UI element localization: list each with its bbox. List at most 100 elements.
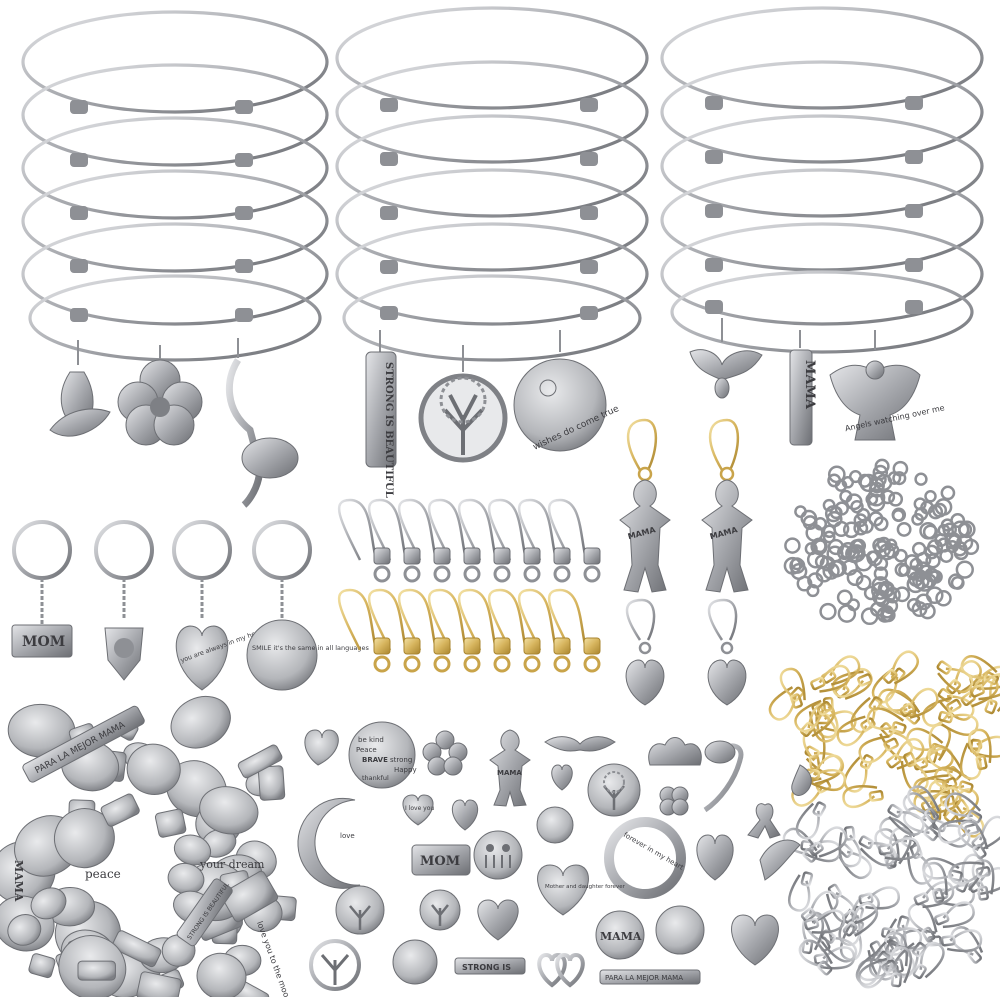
jump-ring — [836, 589, 853, 606]
loose-hook — [957, 820, 989, 852]
loose-hook — [802, 913, 825, 951]
pile-charm — [199, 786, 259, 835]
jump-ring — [784, 537, 801, 554]
jump-ring — [819, 602, 837, 621]
loose-hook — [937, 819, 972, 844]
filigree-disc-charm — [655, 905, 705, 955]
loose-hook-coil — [789, 693, 803, 709]
jump-rings-pile — [783, 458, 980, 626]
loose-hook — [884, 837, 920, 861]
jump-ring — [856, 507, 871, 522]
loose-hook-coil — [887, 803, 903, 819]
loose-hook-coil — [890, 972, 903, 988]
loose-hook — [843, 755, 868, 793]
jump-ring — [867, 488, 886, 507]
mama-girl-earring-right: MAMA — [701, 418, 753, 593]
keyring-mom: MOM — [11, 520, 73, 658]
jump-ring — [875, 473, 893, 492]
loose-hook-coil — [881, 959, 898, 974]
jump-ring — [891, 507, 907, 522]
jump-ring — [925, 553, 941, 569]
loose-hook-coil — [803, 917, 820, 931]
mama-vertical-charm: MAMA — [789, 330, 817, 446]
ribbon-small-charm — [747, 803, 781, 839]
loose-hook-coil — [983, 671, 1000, 686]
svg-text:MOM: MOM — [420, 854, 460, 869]
loose-hook-coil — [842, 921, 858, 937]
earring-hook-coils-silver — [373, 547, 601, 583]
jump-ring — [847, 544, 866, 563]
svg-text:BRAVE: BRAVE — [362, 756, 388, 764]
svg-text:PARA LA MEJOR MAMA: PARA LA MEJOR MAMA — [605, 974, 683, 982]
loose-hook-coil — [912, 941, 927, 958]
loose-hook — [978, 673, 1000, 701]
jump-ring — [837, 604, 857, 623]
be-kind-charm: be kind Peace BRAVE strong Happy thankfu… — [348, 721, 417, 789]
loose-hook-coil — [984, 698, 998, 715]
jump-ring — [924, 490, 937, 503]
lace-heart-charm — [731, 914, 779, 966]
loose-hook-coil — [913, 892, 929, 906]
svg-text:I love you: I love you — [405, 805, 434, 812]
gold-hooks-pile — [768, 650, 1000, 838]
jump-ring — [865, 492, 879, 506]
loose-hook — [820, 710, 857, 733]
loose-hook — [929, 786, 962, 815]
pile-charm — [257, 765, 286, 801]
loose-hook — [950, 926, 984, 956]
jump-ring — [871, 576, 890, 595]
pile-charm — [136, 971, 182, 997]
jump-ring — [892, 471, 907, 486]
svg-text:Mother and daughter forever: Mother and daughter forever — [545, 884, 626, 890]
loose-hook-coil — [858, 835, 874, 850]
rose-bud-charm — [703, 740, 744, 813]
loose-hook — [922, 857, 960, 880]
loose-hook — [939, 884, 976, 907]
jump-ring — [919, 603, 936, 620]
jump-ring — [806, 584, 820, 598]
jump-ring — [822, 498, 836, 512]
loose-hook — [906, 727, 944, 751]
jump-ring — [848, 470, 863, 484]
jump-ring — [932, 502, 948, 518]
jump-ring — [940, 485, 956, 501]
loose-hook-coil — [903, 751, 917, 768]
loose-hook — [794, 699, 825, 733]
loose-hook-coil — [800, 721, 815, 737]
bangle-stack-left — [21, 10, 329, 362]
loose-hook — [971, 859, 995, 895]
loose-hook-coil — [800, 871, 814, 887]
jump-ring — [874, 458, 890, 474]
jump-ring — [896, 521, 912, 537]
loose-hook-coil — [921, 926, 936, 943]
loose-hook — [942, 901, 975, 929]
loose-hook-coil — [946, 698, 962, 713]
loose-hook-coil — [882, 668, 898, 684]
svg-text:MAMA: MAMA — [600, 930, 642, 943]
keyring-smile: SMILE it's the same in all languages — [246, 520, 369, 691]
mama-girl-earring-left: MAMA — [619, 418, 671, 593]
jump-ring — [884, 538, 898, 552]
svg-text:thankful: thankful — [362, 774, 389, 782]
jump-ring — [826, 545, 844, 563]
bangle-coils-left — [70, 100, 253, 322]
jump-ring — [958, 522, 973, 537]
loose-hook — [921, 747, 954, 774]
loose-hook-coil — [816, 701, 833, 716]
loose-hook — [874, 828, 900, 862]
loose-hook — [938, 695, 975, 721]
tree-charm-1 — [335, 885, 385, 935]
loose-hook-coil — [891, 721, 907, 735]
jump-ring — [855, 574, 872, 591]
jump-ring — [800, 509, 818, 527]
loose-hook — [946, 929, 983, 953]
lotus-charm — [648, 737, 702, 766]
svg-text:strong: strong — [390, 756, 412, 764]
jump-ring — [935, 590, 952, 607]
loose-hook — [816, 702, 839, 739]
loose-hook — [858, 957, 889, 989]
jump-ring — [790, 557, 804, 571]
earring-hooks-silver — [337, 498, 587, 561]
svg-text:STRONG IS: STRONG IS — [462, 963, 511, 972]
